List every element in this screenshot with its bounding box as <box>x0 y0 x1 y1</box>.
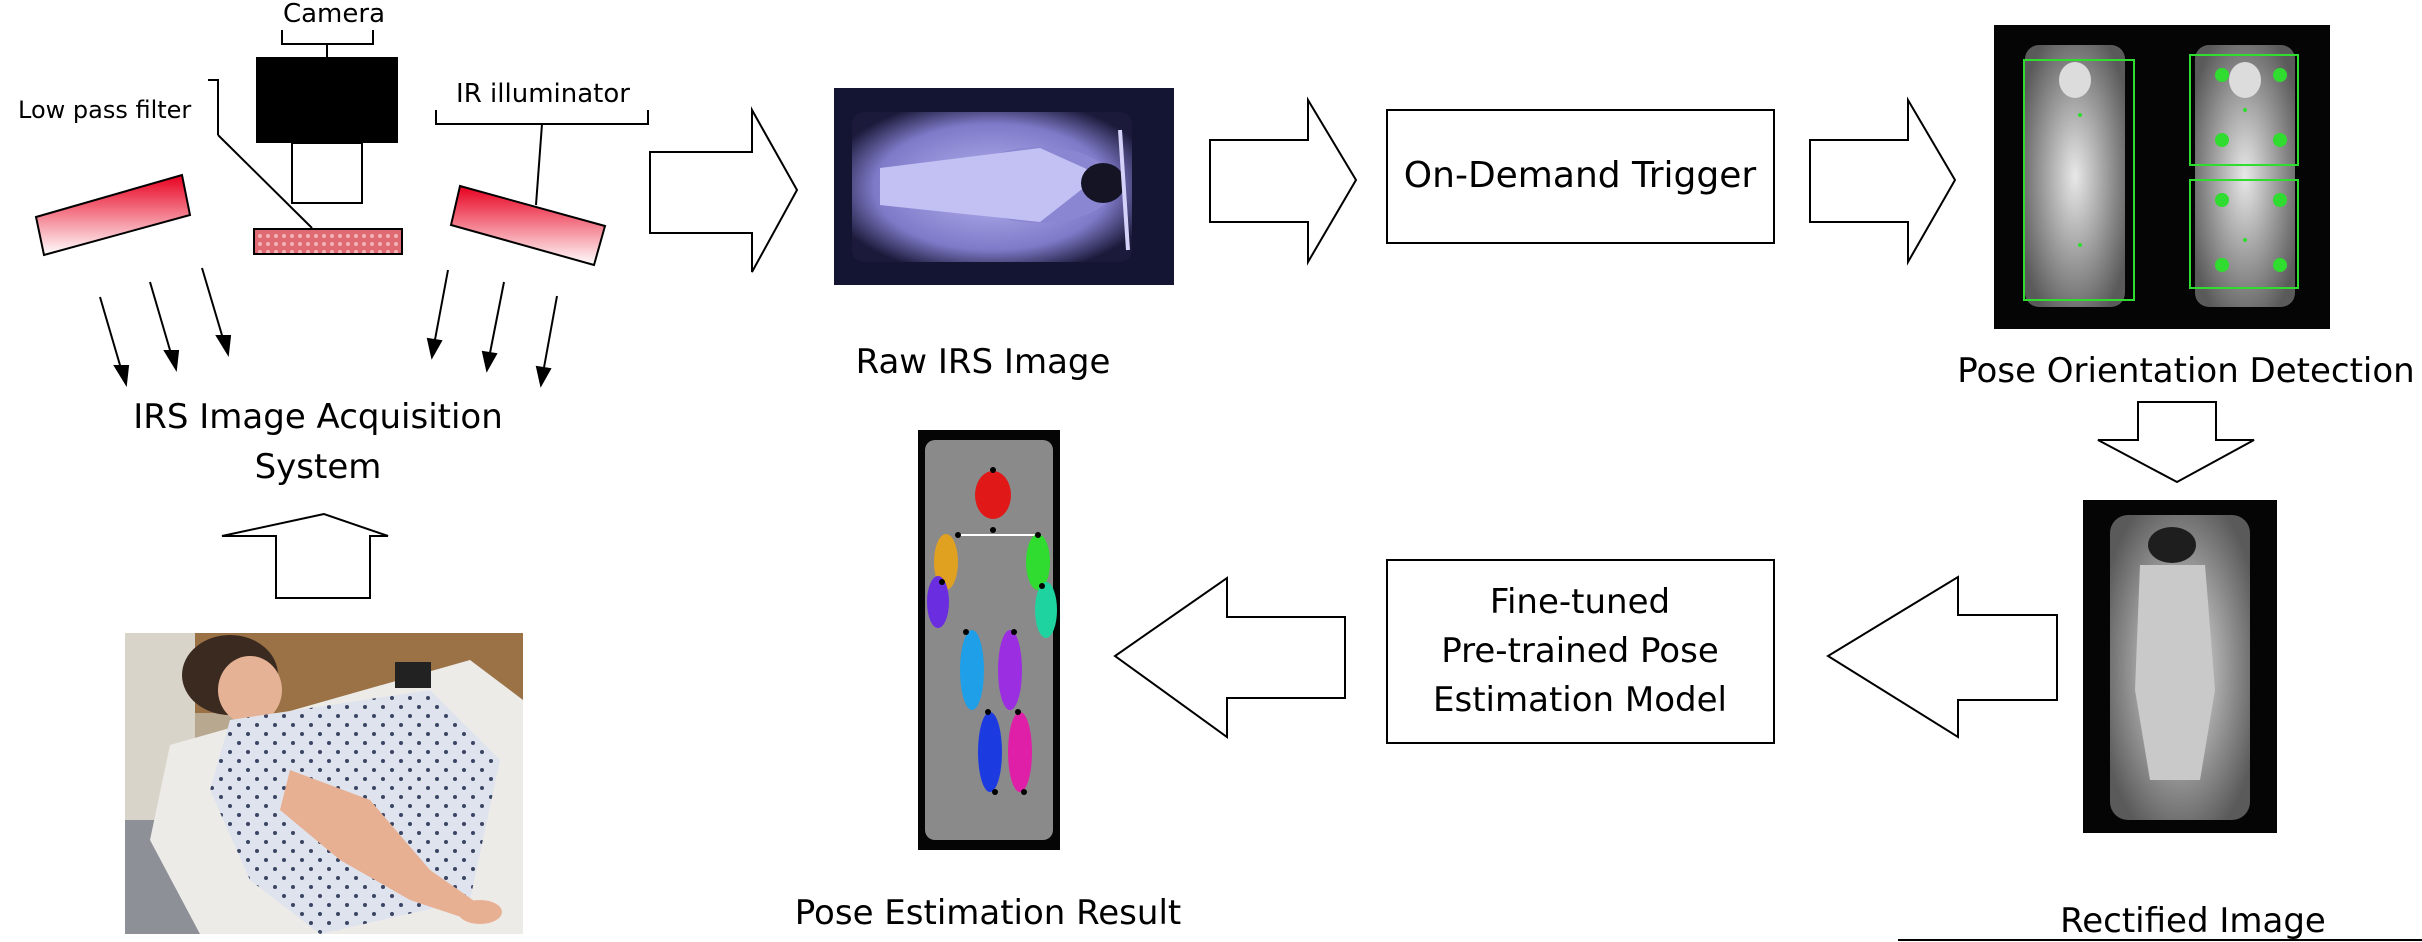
detection-box-1 <box>2023 59 2135 301</box>
pose-model-label-line1: Fine-tuned <box>1490 582 1670 622</box>
raw-irs-image <box>834 88 1174 285</box>
pose-estimation-result-label: Pose Estimation Result <box>795 893 1181 933</box>
pose-model-label-line3: Estimation Model <box>1433 680 1727 720</box>
manikin-photo <box>125 633 523 934</box>
rectified-image-label: Rectified Image <box>2060 901 2326 941</box>
down-arrow <box>2097 401 2255 484</box>
camera-device <box>256 57 398 204</box>
acquisition-system-label-line1: IRS Image Acquisition <box>133 397 503 437</box>
on-demand-trigger-box <box>1386 109 1775 244</box>
camera-bracket <box>281 30 374 45</box>
detection-box-2 <box>2189 54 2299 166</box>
arrow-to-result <box>1113 576 1346 739</box>
ir-illuminator-bracket <box>435 110 649 125</box>
acquisition-system-label-line2: System <box>255 447 382 487</box>
pose-orientation-image <box>1994 25 2330 329</box>
ir-illuminator-right <box>449 184 607 267</box>
pose-estimation-image <box>918 430 1060 850</box>
arrow-to-trigger <box>1209 96 1358 266</box>
ir-illuminator-label: IR illuminator <box>456 79 630 109</box>
low-pass-filter-label: Low pass filter <box>18 96 191 124</box>
rectified-image <box>2083 500 2277 833</box>
ir-illuminator-left <box>34 173 192 257</box>
on-demand-trigger-label: On-Demand Trigger <box>1404 155 1757 196</box>
raw-irs-image-label: Raw IRS Image <box>856 342 1111 382</box>
detection-box-3 <box>2189 179 2299 289</box>
pose-model-label-line2: Pre-trained Pose <box>1441 631 1719 671</box>
arrow-to-orientation <box>1809 96 1957 266</box>
filter-leader-line <box>217 134 313 229</box>
camera-label: Camera <box>283 0 385 29</box>
pose-orientation-label: Pose Orientation Detection <box>1957 351 2414 391</box>
filter-bracket <box>208 79 219 135</box>
arrow-to-model <box>1826 575 2058 739</box>
arrow-to-raw-image <box>649 106 799 273</box>
up-arrow <box>221 512 389 599</box>
low-pass-filter <box>253 228 403 255</box>
pose-model-box <box>1386 559 1775 744</box>
ir-rays <box>99 267 558 388</box>
